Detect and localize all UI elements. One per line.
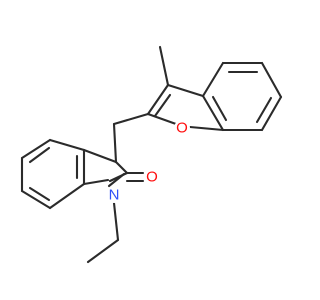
bond xyxy=(146,83,170,116)
bond xyxy=(112,112,150,126)
indolinone-five-ring xyxy=(82,148,129,188)
bond xyxy=(260,61,283,99)
bond xyxy=(260,95,283,132)
double-bond-inner xyxy=(28,146,51,164)
benzofuran-furan-ring xyxy=(146,83,225,132)
atom-label-nitrogen: N xyxy=(109,187,120,204)
bond xyxy=(107,172,126,188)
n-ethyl-group xyxy=(86,201,120,264)
bond xyxy=(201,61,225,98)
bond xyxy=(48,138,86,152)
bond xyxy=(20,189,52,210)
bond xyxy=(201,94,225,132)
benzofuran-benzene-ring xyxy=(201,61,283,132)
bond xyxy=(112,201,120,242)
double-bond-inner xyxy=(211,95,228,122)
bond xyxy=(114,160,129,175)
bond xyxy=(166,83,205,98)
double-bond-inner xyxy=(28,186,51,202)
bond xyxy=(20,138,52,160)
methylene-linker xyxy=(112,112,150,164)
bond xyxy=(112,122,118,164)
indolinone-benzene-ring xyxy=(20,138,86,210)
bond xyxy=(82,178,110,186)
atom-label-furan-oxygen: O xyxy=(176,120,188,137)
double-bond-inner xyxy=(255,96,273,124)
bond xyxy=(82,148,118,164)
carbonyl-group xyxy=(125,171,145,183)
molecule-structure-diagram: O O N xyxy=(20,45,283,264)
methyl-bond xyxy=(158,45,170,87)
bond xyxy=(86,238,120,264)
atom-label-carbonyl-oxygen: O xyxy=(146,169,158,186)
bond xyxy=(146,112,178,126)
bond xyxy=(48,182,86,210)
bond xyxy=(188,125,225,132)
double-bond-inner xyxy=(153,93,172,118)
